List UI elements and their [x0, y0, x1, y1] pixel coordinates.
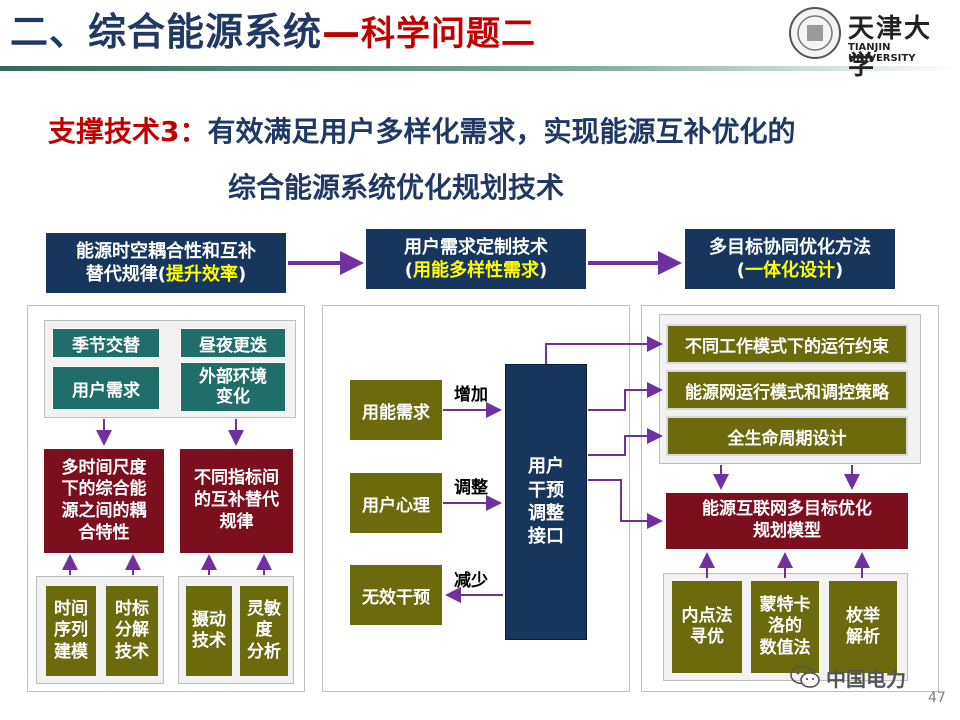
top-box-demand-line1: 用户需求定制技术 [404, 236, 548, 258]
top-box-demand: 用户需求定制技术 (用能多样性需求) [366, 229, 586, 289]
watermark-text: 中国电力 [826, 666, 906, 691]
heading-text-1: 有效满足用户多样化需求，实现能源互补优化的 [207, 115, 796, 148]
wechat-icon [790, 665, 820, 688]
title-dash: — [322, 10, 362, 54]
heading-prefix: 支撑技术3： [48, 115, 208, 148]
label-increase: 增加 [454, 385, 488, 405]
logo-english: TIANJIN UNIVERSITY [848, 42, 916, 64]
factor-season: 季节交替 [52, 328, 160, 358]
coupling-characteristics: 多时间尺度 下的综合能 源之间的耦 合特性 [44, 449, 164, 553]
method-monte-carlo: 蒙特卡 洛的 数值法 [751, 581, 819, 673]
input-user-psychology: 用户心理 [350, 473, 442, 533]
lifecycle-design: 全生命周期设计 [666, 416, 908, 456]
input-invalid-intervention: 无效干预 [350, 565, 442, 625]
operating-constraints: 不同工作模式下的运行约束 [666, 324, 908, 364]
top-box-coupling-line2: 替代规律(提升效率) [85, 264, 247, 285]
factor-user-demand: 用户需求 [52, 366, 160, 410]
top-box-coupling-line1: 能源时空耦合性和互补 [76, 240, 256, 262]
method-perturbation: 摄动 技术 [186, 586, 232, 676]
title-sub: 科学问题二 [361, 14, 537, 54]
label-adjust: 调整 [454, 478, 488, 498]
university-logo: 天津大学 TIANJIN UNIVERSITY [782, 4, 954, 81]
top-box-optimization: 多目标协同优化方法 (一体化设计) [685, 229, 895, 289]
method-time-series: 时间 序列 建模 [46, 586, 96, 676]
logo-text: 天津大学 [848, 14, 933, 81]
operating-strategy: 能源网运行模式和调控策略 [666, 370, 908, 410]
university-seal-icon [789, 7, 841, 59]
page-title: 二、综合能源系统—科学问题二 [10, 4, 536, 60]
method-sensitivity: 灵敏 度 分析 [240, 586, 288, 676]
top-box-coupling: 能源时空耦合性和互补 替代规律(提升效率) [46, 233, 286, 293]
page-number: 47 [928, 690, 946, 706]
method-enumeration: 枚举 解析 [829, 581, 897, 673]
optimization-model: 能源互联网多目标优化 规划模型 [666, 493, 908, 549]
factor-environment: 外部环境 变化 [180, 362, 286, 412]
user-intervention-interface: 用户 干预 调整 接口 [505, 364, 587, 640]
method-interior-point: 内点法 寻优 [672, 581, 742, 673]
heading-line-1: 支撑技术3：有效满足用户多样化需求，实现能源互补优化的 [48, 110, 948, 154]
complementary-rules: 不同指标间 的互补替代 规律 [180, 449, 293, 553]
title-main: 二、综合能源系统 [10, 10, 323, 54]
method-time-decomposition: 时标 分解 技术 [106, 586, 158, 676]
top-box-demand-line2: (用能多样性需求) [404, 260, 548, 281]
top-box-optimization-line2: (一体化设计) [736, 260, 844, 281]
heading-line-2: 综合能源系统优化规划技术 [228, 171, 565, 204]
label-decrease: 减少 [454, 571, 488, 591]
title-underline [0, 66, 960, 71]
watermark: 中国电力 [790, 662, 906, 692]
input-energy-demand: 用能需求 [350, 380, 442, 440]
factor-day-night: 昼夜更迭 [180, 328, 286, 358]
top-box-optimization-line1: 多目标协同优化方法 [709, 236, 871, 258]
